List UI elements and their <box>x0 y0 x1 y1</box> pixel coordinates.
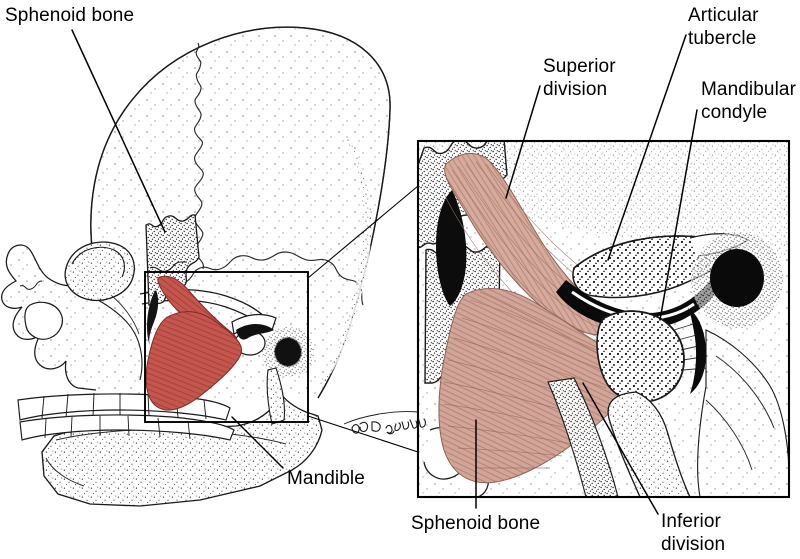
mastoid-region-detail <box>696 329 789 497</box>
label-articular-tubercle-line1: Articular <box>688 5 759 26</box>
magnification-connectors <box>307 185 419 453</box>
label-inferior-division-line1: Inferior <box>661 511 721 532</box>
label-sphenoid-bone-bottom: Sphenoid bone <box>411 513 541 534</box>
leader-mandibular-condyle <box>659 109 698 321</box>
lateral-pterygoid-plate-detail <box>547 377 619 497</box>
label-superior-division-line1: Superior <box>543 56 616 77</box>
lateral-pterygoid-overview <box>145 275 242 411</box>
mandibular-ramus-detail <box>607 391 691 497</box>
label-articular-tubercle-line2: tubercle <box>688 28 757 49</box>
lateral-pterygoid-inferior-overview <box>145 311 242 411</box>
label-mandible: Mandible <box>287 468 365 489</box>
leader-articular-tubercle <box>607 34 687 261</box>
leader-lines <box>71 29 698 515</box>
label-mandibular-condyle-line2: condyle <box>701 102 768 123</box>
label-mandibular-condyle-line1: Mandibular <box>701 79 796 100</box>
articular-disc-detail <box>556 280 716 330</box>
mandibular-condyle-detail <box>596 310 685 403</box>
leader-superior-division <box>505 85 541 199</box>
coronal-suture <box>193 42 204 270</box>
orbit <box>64 241 135 301</box>
leader-mandible <box>231 416 284 469</box>
articular-disc-overview <box>236 324 274 340</box>
leader-sphenoid-bone-top <box>71 29 166 233</box>
artist-signature <box>343 411 426 435</box>
label-sphenoid-bone-top: Sphenoid bone <box>5 5 135 26</box>
detail-panel <box>416 139 791 499</box>
squamosal-suture <box>171 251 364 306</box>
detail-panel-frame <box>416 139 791 499</box>
label-inferior-division-line2: division <box>661 534 726 555</box>
infratemporal-shadow <box>436 190 467 306</box>
skull-overview-panel <box>0 26 391 507</box>
posterior-vault-shading <box>315 120 372 395</box>
posterior-capsule <box>688 308 706 394</box>
leader-inferior-division <box>582 382 659 515</box>
styloid-process-overview <box>266 367 286 425</box>
overview-detail-box <box>144 271 309 423</box>
nasal-aperture <box>24 301 63 340</box>
external-auditory-meatus-detail <box>691 232 783 328</box>
label-superior-division-line2: division <box>543 79 608 100</box>
